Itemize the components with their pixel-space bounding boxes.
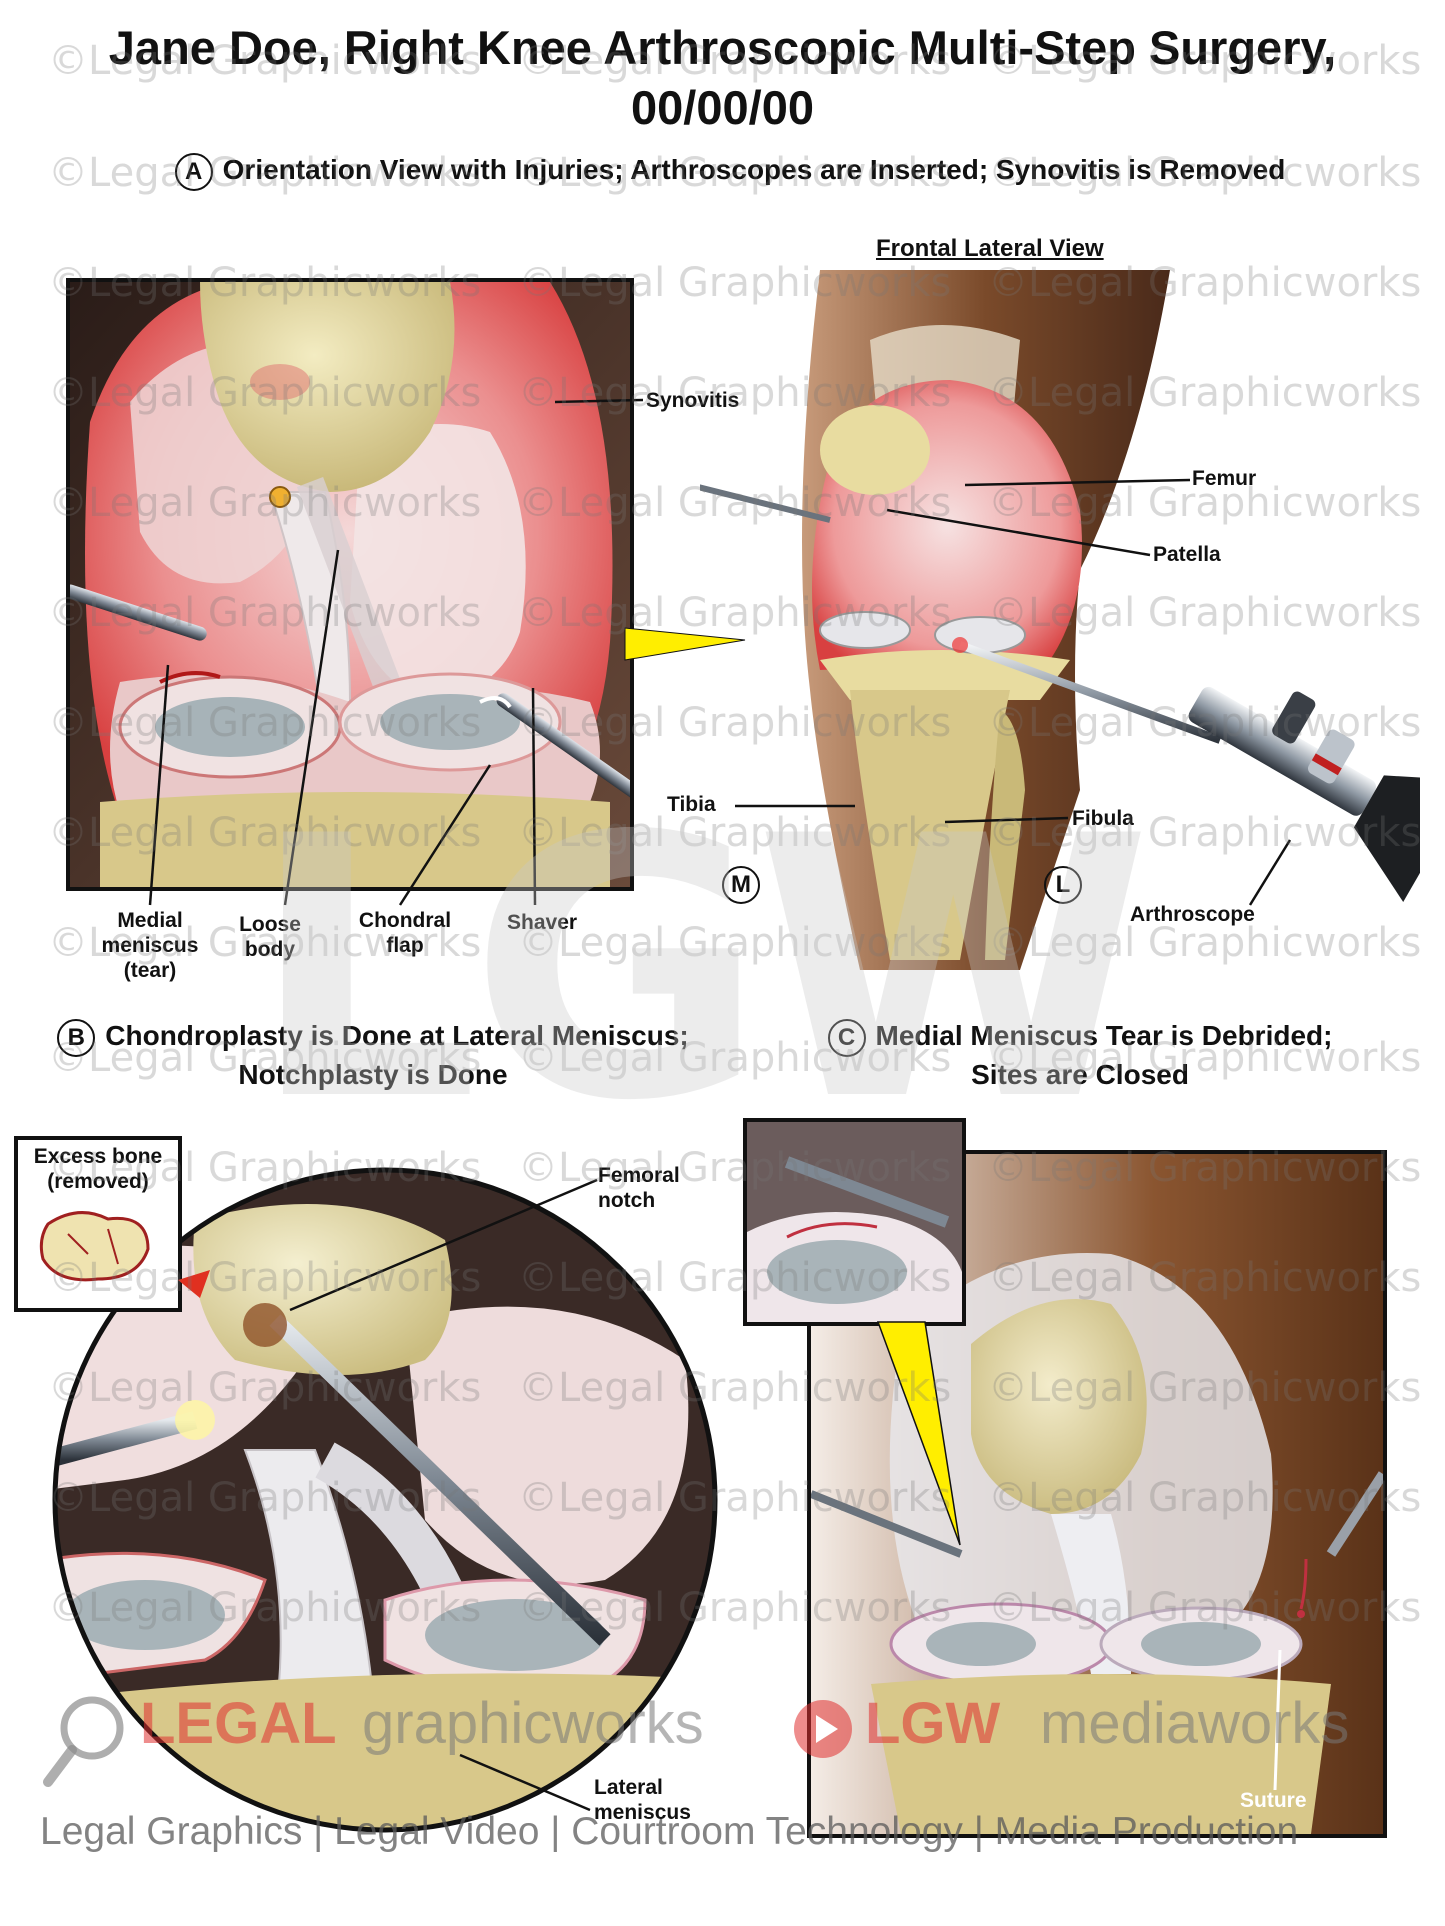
label-femur: Femur — [1192, 467, 1257, 490]
panel-c-view — [807, 1150, 1387, 1838]
marker-lateral: L — [1044, 866, 1082, 904]
section-a-letter: A — [174, 152, 213, 191]
marker-medial: M — [722, 866, 760, 904]
section-a-text: Orientation View with Injuries; Arthrosc… — [222, 154, 1286, 185]
section-b-text: Chondroplasty is Done at Lateral Meniscu… — [105, 1020, 689, 1090]
brand-lgw: LGW — [865, 1691, 1001, 1756]
frontal-knee-illustration — [700, 270, 1420, 970]
frontal-view-title: Frontal Lateral View — [876, 235, 1104, 262]
label-arthroscope: Arthroscope — [1130, 903, 1255, 926]
footer-brand: LEGAL graphicworks LGW mediaworks — [40, 1690, 1420, 1787]
label-femoral-notch: Femoral notch — [598, 1164, 680, 1212]
label-patella: Patella — [1153, 543, 1221, 566]
label-tibia: Tibia — [667, 793, 716, 816]
play-icon — [792, 1698, 854, 1765]
label-lateral-meniscus: Lateral meniscus — [594, 1776, 691, 1824]
label-loose-body: Loose body — [239, 913, 301, 961]
label-shaver: Shaver — [507, 911, 578, 934]
label-medial-meniscus: Medial meniscus (tear) — [101, 909, 199, 982]
excess-bone-fragment — [39, 1211, 150, 1282]
label-fibula: Fibula — [1072, 807, 1134, 830]
label-excess-bone: Excess bone (removed) — [33, 1145, 163, 1193]
panel-c-inset-illustration — [747, 1122, 962, 1322]
brand-mediaworks: mediaworks — [1040, 1691, 1350, 1756]
section-c-text: Medial Meniscus Tear is Debrided; Sites … — [875, 1020, 1333, 1090]
label-suture: Suture — [1240, 1789, 1307, 1812]
brand-legal: LEGAL — [140, 1691, 337, 1756]
excess-bone-inset: Excess bone (removed) — [14, 1136, 182, 1312]
arthroscope-device — [1188, 686, 1420, 902]
label-chondral-flap: Chondral flap — [358, 909, 452, 957]
panel-c-illustration — [811, 1154, 1383, 1834]
label-synovitis: Synovitis — [646, 389, 740, 412]
panel-b-circle-illustration — [52, 1167, 718, 1833]
footer-tagline: Legal Graphics | Legal Video | Courtroom… — [40, 1810, 1299, 1853]
magnifier-icon — [40, 1690, 130, 1795]
page-title: Jane Doe, Right Knee Arthroscopic Multi-… — [108, 21, 1337, 134]
section-b-letter: B — [57, 1018, 96, 1057]
brand-graphicworks: graphicworks — [362, 1691, 704, 1756]
section-c-letter: C — [827, 1018, 866, 1057]
panel-a-closeup — [66, 278, 634, 891]
panel-c-inset — [743, 1118, 966, 1326]
section-a-heading: A Orientation View with Injuries; Arthros… — [70, 152, 1390, 191]
knee-closeup-illustration — [70, 282, 630, 887]
